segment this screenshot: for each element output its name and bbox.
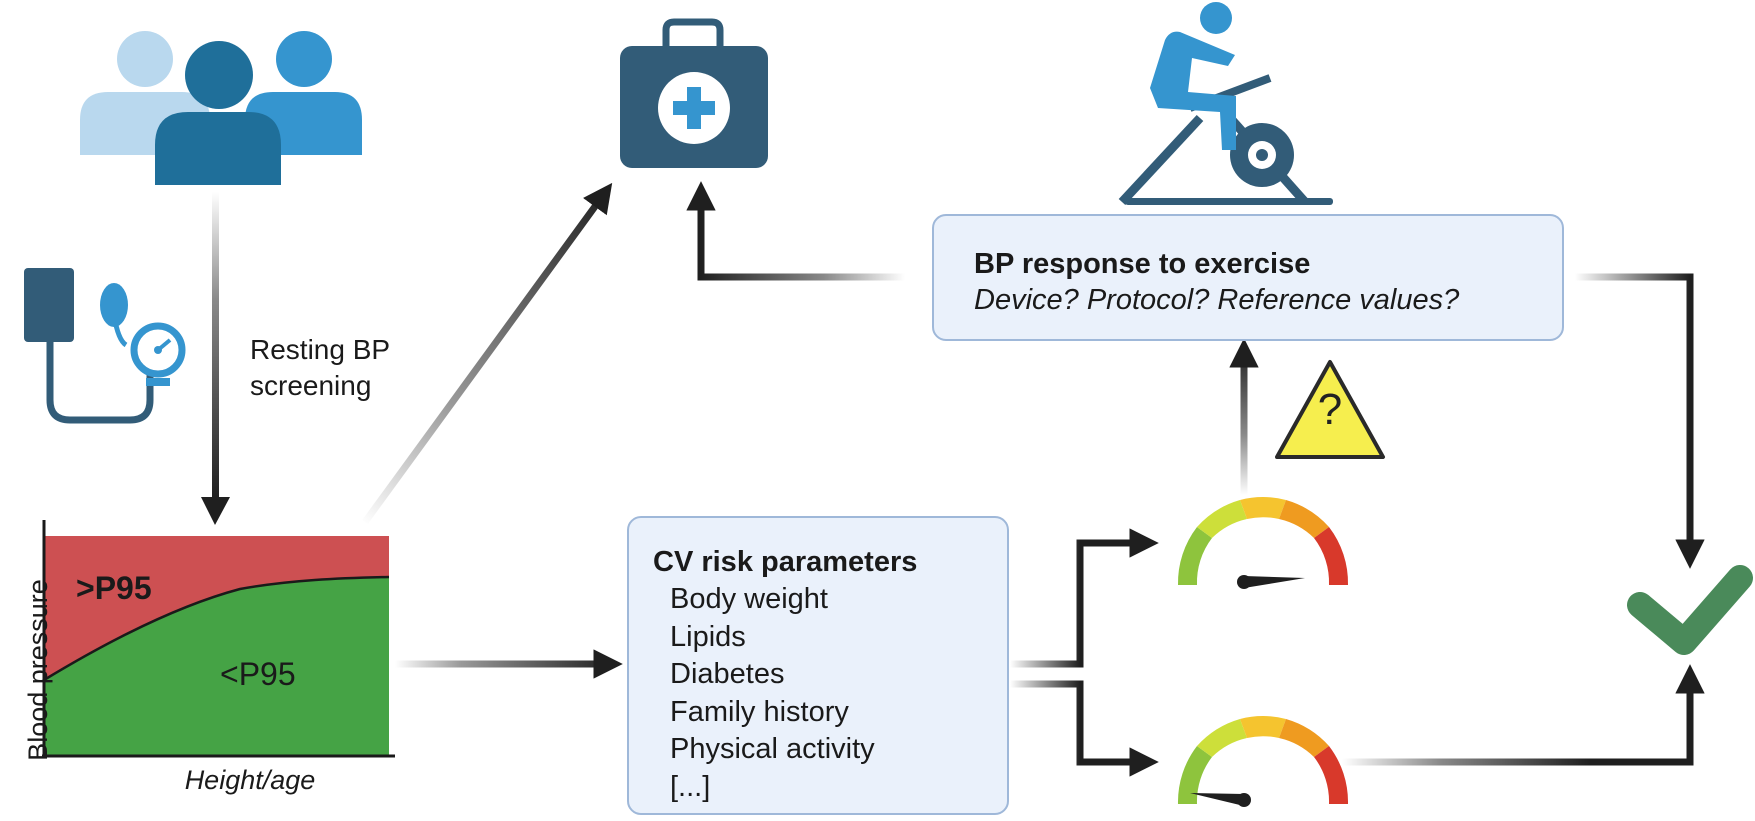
percentile-chart [42,520,395,758]
connector-screening-to-chart [201,192,230,525]
chart-y-axis-label: Blood pressure [23,579,53,761]
chart-x-axis-label: Height/age [184,765,316,795]
connector-chart-to-first-aid [362,182,613,525]
bp-response-subtitle: Device? Protocol? Reference values? [974,284,1460,316]
connector-bp-response-to-first-aid [686,181,905,281]
blood-pressure-monitor-icon [24,268,186,424]
cv-risk-item: Diabetes [670,658,785,690]
warning-triangle-icon [1275,360,1385,459]
exercise-bike-icon [1118,2,1333,206]
risk-gauge-high-icon [1177,497,1349,589]
below-p95-label: <P95 [220,656,296,692]
cv-risk-box: CV risk parameters Body weight Lipids Di… [627,516,1009,815]
cv-risk-item: Physical activity [670,733,875,765]
cv-risk-title: CV risk parameters [653,546,918,578]
connector-bp-response-to-check [1575,273,1705,569]
cv-risk-item: Family history [670,695,849,728]
connector-cv-to-gauge-high [1010,528,1159,668]
cv-risk-item: Body weight [670,583,828,615]
cv-risk-item: [...] [670,770,711,803]
resting-bp-screening-label: Resting BP screening [250,334,391,401]
connector-gauge-low-to-check [1342,664,1705,766]
first-aid-kit-icon [620,18,768,168]
bp-response-box: BP response to exercise Device? Protocol… [932,214,1564,341]
checkmark-icon [1627,565,1753,655]
warning-question-mark: ? [1317,385,1343,434]
cv-risk-item: Lipids [670,620,746,653]
risk-gauge-low-icon [1177,716,1349,807]
above-p95-label: >P95 [76,570,152,606]
bp-response-title: BP response to exercise [974,248,1311,280]
people-group-icon [80,31,362,185]
connector-cv-to-gauge-low [1010,680,1159,777]
